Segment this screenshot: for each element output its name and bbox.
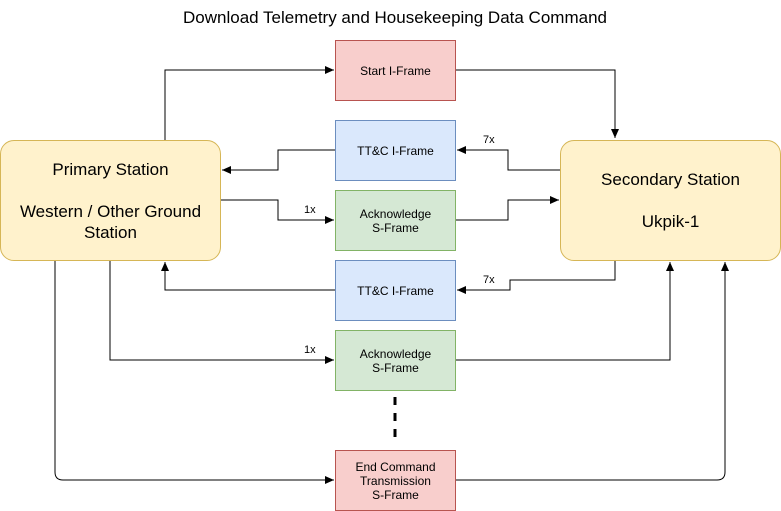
ttc-i-frame-2[interactable]: TT&C I-Frame xyxy=(335,260,456,321)
ttc-i-frame-2-label: TT&C I-Frame xyxy=(357,283,434,298)
acknowledge-s-frame-1[interactable]: Acknowledge S-Frame xyxy=(335,190,456,251)
edge-label-ack2-count: 1x xyxy=(304,344,316,356)
start-i-frame[interactable]: Start I-Frame xyxy=(335,40,456,101)
secondary-station-title: Secondary Station xyxy=(601,170,740,189)
end-command-s-frame[interactable]: End Command Transmission S-Frame xyxy=(335,450,456,511)
edge-secondary-to-ttc2 xyxy=(457,260,616,294)
acknowledge-s-frame-2-label: Acknowledge S-Frame xyxy=(359,346,432,375)
edge-primary-to-end xyxy=(54,260,334,484)
edge-ack1-to-secondary xyxy=(455,196,559,221)
primary-station-subtitle: Western / Other Ground Station xyxy=(19,201,202,242)
edge-primary-to-start xyxy=(164,66,334,140)
edge-ttc2-to-primary xyxy=(161,262,335,291)
secondary-station[interactable]: Secondary Station Ukpik-1 xyxy=(560,140,781,261)
edge-ttc1-to-primary xyxy=(222,149,335,174)
acknowledge-s-frame-1-label: Acknowledge S-Frame xyxy=(359,206,432,235)
edge-label-ttc2-count: 7x xyxy=(483,274,495,286)
primary-station-title: Primary Station xyxy=(52,159,169,179)
edge-secondary-to-ttc1 xyxy=(457,146,560,171)
primary-station[interactable]: Primary Station Western / Other Ground S… xyxy=(0,140,221,261)
ttc-i-frame-1[interactable]: TT&C I-Frame xyxy=(335,120,456,181)
ttc-i-frame-1-label: TT&C I-Frame xyxy=(357,143,434,158)
edge-start-to-secondary xyxy=(455,69,619,138)
edge-primary-to-ack2 xyxy=(109,260,334,364)
edge-end-to-secondary xyxy=(455,262,729,481)
end-command-s-frame-label: End Command Transmission S-Frame xyxy=(355,459,436,502)
diagram-title: Download Telemetry and Housekeeping Data… xyxy=(183,8,607,27)
edge-primary-to-ack1 xyxy=(221,199,334,224)
edge-label-ack1-count: 1x xyxy=(304,204,316,216)
edge-ack2-to-secondary xyxy=(455,262,674,361)
secondary-station-subtitle: Ukpik-1 xyxy=(641,212,700,231)
edge-label-ttc1-count: 7x xyxy=(483,134,495,146)
acknowledge-s-frame-2[interactable]: Acknowledge S-Frame xyxy=(335,330,456,391)
start-i-frame-label: Start I-Frame xyxy=(360,63,431,78)
